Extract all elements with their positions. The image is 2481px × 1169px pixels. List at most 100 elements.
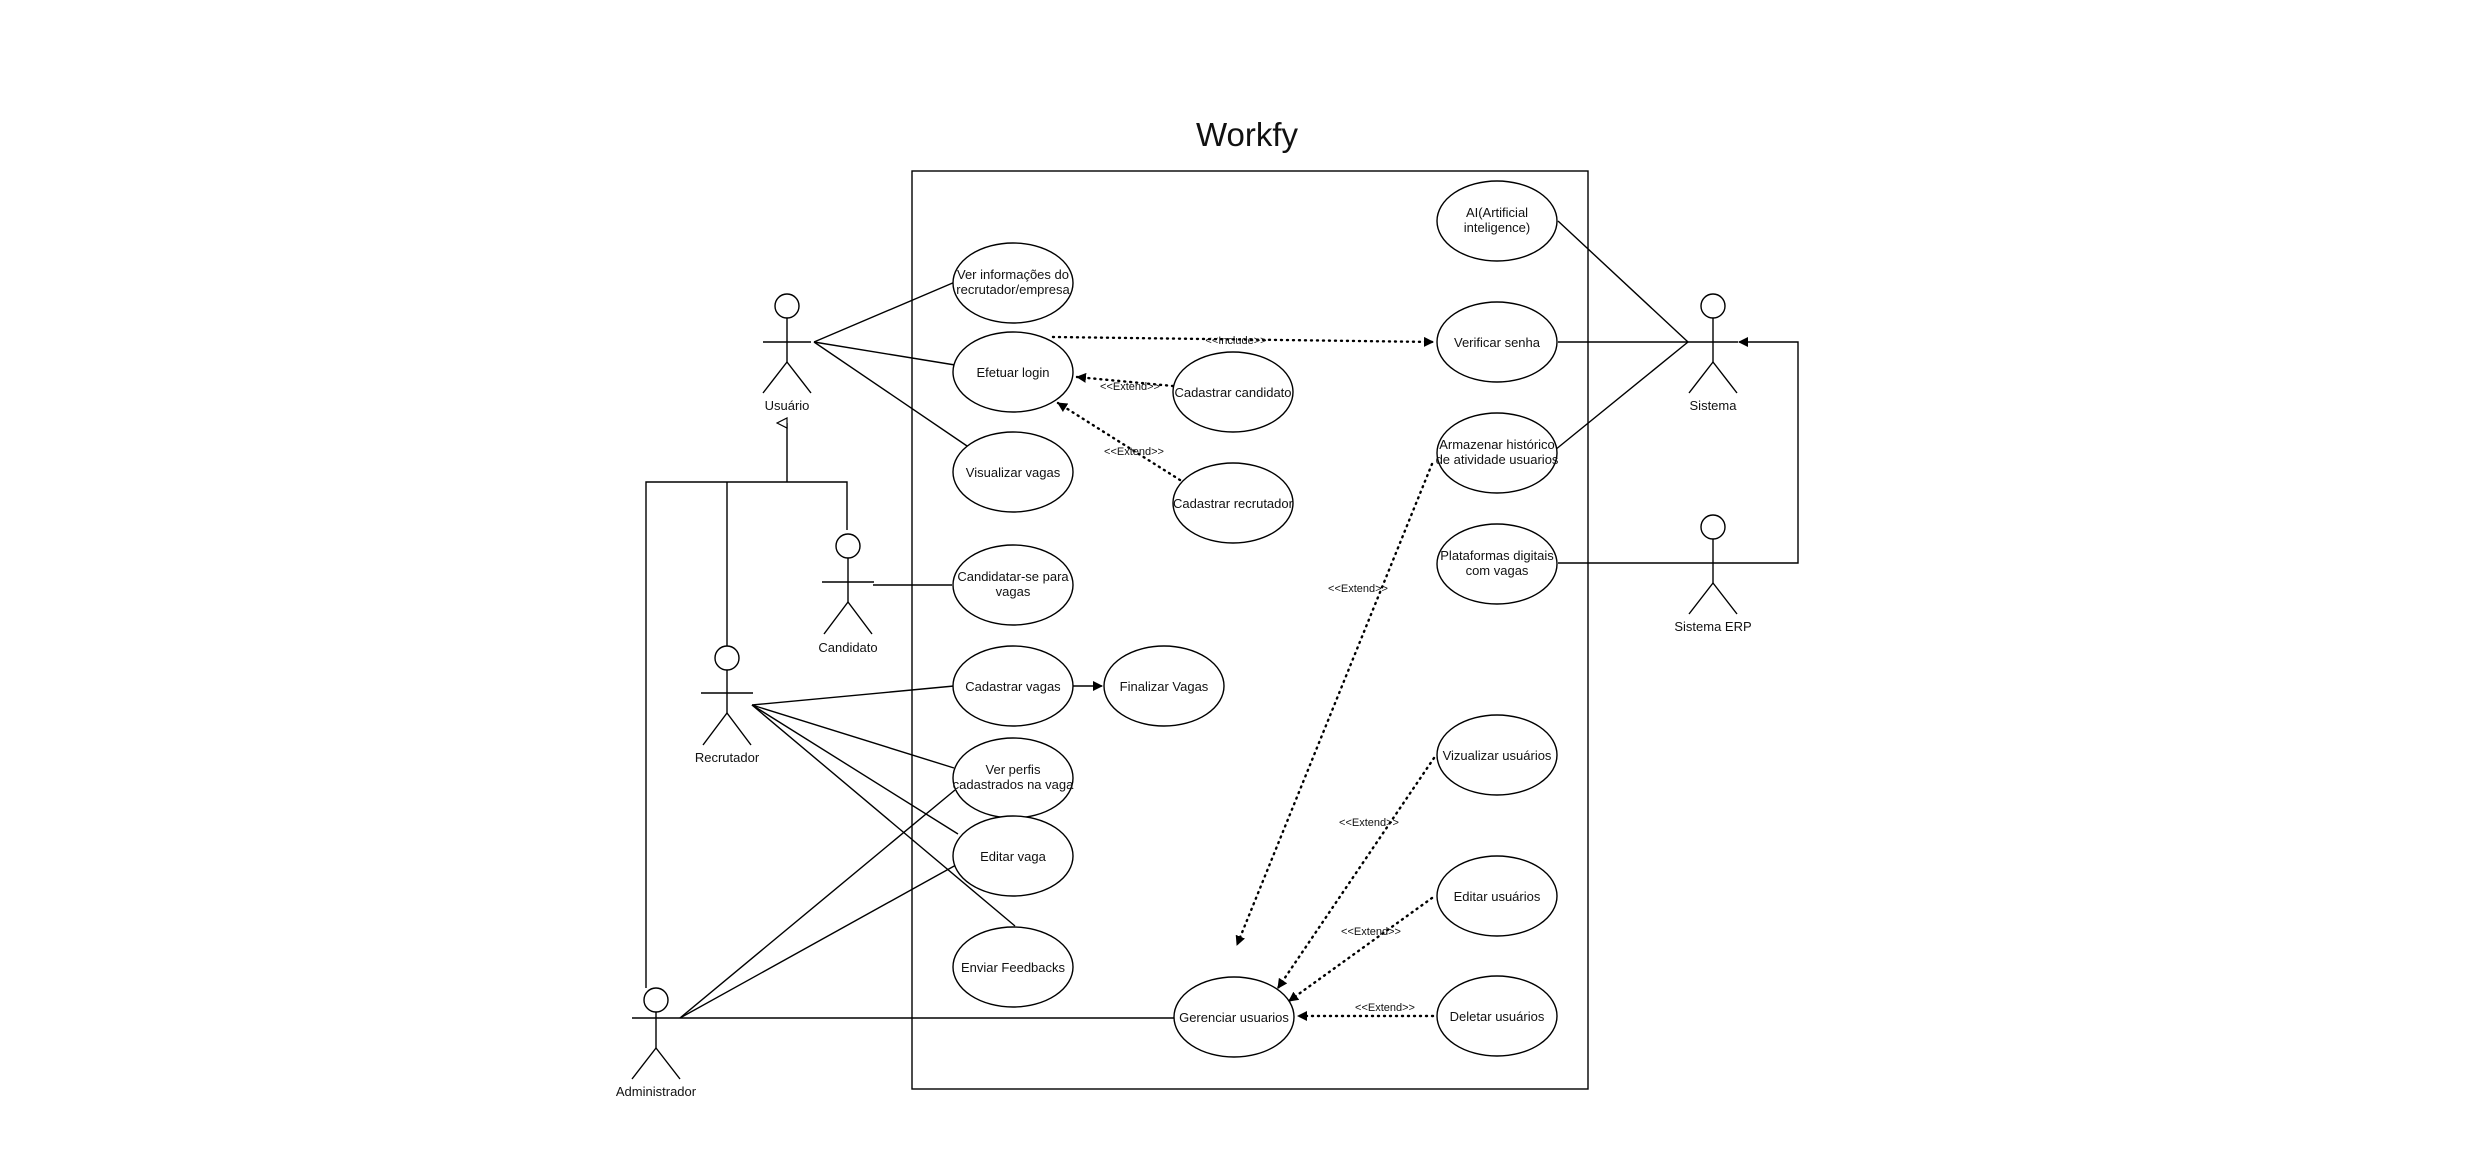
svg-text:Enviar Feedbacks: Enviar Feedbacks bbox=[961, 960, 1066, 975]
system-boundary bbox=[911, 170, 1589, 1090]
uc-verperfis-line1: Ver perfis bbox=[986, 762, 1041, 777]
assoc-usuario-verinfo bbox=[813, 281, 956, 343]
svg-text:Editar usuários: Editar usuários bbox=[1454, 889, 1541, 904]
assoc-recrutador-cadvagas bbox=[751, 685, 955, 706]
actor-recrutador-label: Recrutador bbox=[695, 750, 760, 765]
assoc-recrutador-feedback bbox=[751, 704, 1016, 927]
svg-text:Cadastrar candidato: Cadastrar candidato bbox=[1174, 385, 1291, 400]
generalization bbox=[645, 423, 848, 988]
uc-finalizar-line1: Finalizar Vagas bbox=[1120, 679, 1209, 694]
uc-vizualizar-line1: Vizualizar usuários bbox=[1443, 748, 1552, 763]
uc-historico-line2: de atividade usuarios bbox=[1436, 452, 1559, 467]
svg-text:Cadastrar vagas: Cadastrar vagas bbox=[965, 679, 1061, 694]
actor-sistema-erp-label: Sistema ERP bbox=[1674, 619, 1751, 634]
label-extend-cadcand: <<Extend>> bbox=[1100, 381, 1160, 393]
gen-tree-outline bbox=[645, 481, 848, 988]
uc-feedbacks-line1: Enviar Feedbacks bbox=[961, 960, 1066, 975]
uc-login-line1: Efetuar login bbox=[977, 365, 1050, 380]
use-case-visualizar-vagas[interactable]: Visualizar vagas bbox=[952, 431, 1074, 513]
uc-cadvagas-line1: Cadastrar vagas bbox=[965, 679, 1061, 694]
stick-figure-icon bbox=[762, 293, 812, 394]
stick-figure-icon bbox=[1688, 514, 1738, 615]
assoc-usuario-visualizar bbox=[813, 341, 971, 449]
actor-recrutador[interactable]: Recrutador bbox=[695, 645, 760, 765]
assoc-sistema-historico bbox=[1554, 341, 1689, 451]
uc-plataformas-line2: com vagas bbox=[1466, 563, 1529, 578]
svg-text:Verificar senha: Verificar senha bbox=[1454, 335, 1541, 350]
use-case-cadastrar-candidato[interactable]: Cadastrar candidato bbox=[1172, 351, 1294, 433]
actor-sistema-erp[interactable]: Sistema ERP bbox=[1674, 514, 1752, 634]
uc-ai-line1: AI(Artificial bbox=[1466, 205, 1528, 220]
use-case-verificar-senha[interactable]: Verificar senha bbox=[1436, 301, 1558, 383]
actor-candidato-label: Candidato bbox=[818, 640, 877, 655]
use-case-vizualizar-usuarios[interactable]: Vizualizar usuários bbox=[1436, 714, 1558, 796]
assoc-admin-verperfis bbox=[679, 789, 956, 1019]
extend-cadrecr-login bbox=[1056, 401, 1182, 482]
relation-labels: <<Include>> <<Extend>> <<Extend>> <<Exte… bbox=[1100, 335, 1415, 1014]
assoc-admin-editar bbox=[679, 864, 957, 1019]
use-case-cadastrar-vagas[interactable]: Cadastrar vagas bbox=[952, 645, 1074, 727]
uc-deletar-line1: Deletar usuários bbox=[1450, 1009, 1545, 1024]
actor-candidato[interactable]: Candidato bbox=[818, 533, 878, 655]
svg-text:Editar vaga: Editar vaga bbox=[980, 849, 1047, 864]
assoc-usuario-login bbox=[813, 341, 956, 366]
svg-text:Gerenciar usuarios: Gerenciar usuarios bbox=[1179, 1010, 1289, 1025]
use-case-gerenciar-usuarios[interactable]: Gerenciar usuarios bbox=[1173, 976, 1295, 1058]
uc-cadrecr-line1: Cadastrar recrutador bbox=[1173, 496, 1294, 511]
label-extend-historico: <<Extend>> bbox=[1328, 583, 1388, 595]
uc-historico-line1: Armazenar histórico bbox=[1439, 437, 1555, 452]
actor-administrador-label: Administrador bbox=[616, 1084, 697, 1099]
svg-text:Efetuar login: Efetuar login bbox=[977, 365, 1050, 380]
uc-gerenciar-line1: Gerenciar usuarios bbox=[1179, 1010, 1289, 1025]
use-case-deletar-usuarios[interactable]: Deletar usuários bbox=[1436, 975, 1558, 1057]
use-case-editar-usuarios[interactable]: Editar usuários bbox=[1436, 855, 1558, 937]
uc-visvagas-line1: Visualizar vagas bbox=[966, 465, 1061, 480]
svg-text:Finalizar Vagas: Finalizar Vagas bbox=[1120, 679, 1209, 694]
actor-usuario[interactable]: Usuário bbox=[762, 293, 812, 413]
uc-candidatar-line2: vagas bbox=[996, 584, 1031, 599]
stick-figure-icon bbox=[701, 645, 753, 746]
use-case-efetuar-login[interactable]: Efetuar login bbox=[952, 331, 1074, 413]
svg-text:Vizualizar usuários: Vizualizar usuários bbox=[1443, 748, 1552, 763]
stick-figure-icon bbox=[822, 533, 874, 635]
label-extend-cadrecr: <<Extend>> bbox=[1104, 446, 1164, 458]
extend-vizualizar-gerenciar bbox=[1276, 756, 1436, 990]
assoc-recrutador-verperfis bbox=[751, 704, 955, 769]
uc-senha-line1: Verificar senha bbox=[1454, 335, 1541, 350]
uc-editarvaga-line1: Editar vaga bbox=[980, 849, 1047, 864]
assoc-sistema-ai bbox=[1557, 220, 1689, 343]
actor-sistema[interactable]: Sistema bbox=[1688, 293, 1738, 413]
associations bbox=[679, 220, 1689, 1019]
use-case-enviar-feedbacks[interactable]: Enviar Feedbacks bbox=[952, 926, 1074, 1008]
uc-candidatar-line1: Candidatar-se para bbox=[957, 569, 1069, 584]
assoc-recrutador-editar bbox=[751, 704, 959, 835]
use-case-editar-vaga[interactable]: Editar vaga bbox=[952, 815, 1074, 897]
uc-verperfis-line2: cadastrados na vaga bbox=[953, 777, 1074, 792]
label-include-login-senha: <<Include>> bbox=[1205, 335, 1266, 347]
extend-cadcand-login bbox=[1075, 372, 1175, 388]
use-case-cadastrar-recrutador[interactable]: Cadastrar recrutador bbox=[1172, 462, 1294, 544]
uc-ai-line2: inteligence) bbox=[1464, 220, 1531, 235]
actors: Usuário Candidato Recrutador bbox=[616, 293, 1752, 1099]
extend-editar-gerenciar bbox=[1287, 896, 1434, 1003]
actor-administrador[interactable]: Administrador bbox=[616, 987, 697, 1099]
uc-cadcand-line1: Cadastrar candidato bbox=[1174, 385, 1291, 400]
dependencies bbox=[1051, 335, 1436, 1021]
use-case-finalizar-vagas[interactable]: Finalizar Vagas bbox=[1103, 645, 1225, 727]
uc-ver-info-line1: Ver informações do bbox=[957, 267, 1069, 282]
uc-ver-info-line2: recrutador/empresa bbox=[956, 282, 1070, 297]
actor-sistema-label: Sistema bbox=[1690, 398, 1738, 413]
